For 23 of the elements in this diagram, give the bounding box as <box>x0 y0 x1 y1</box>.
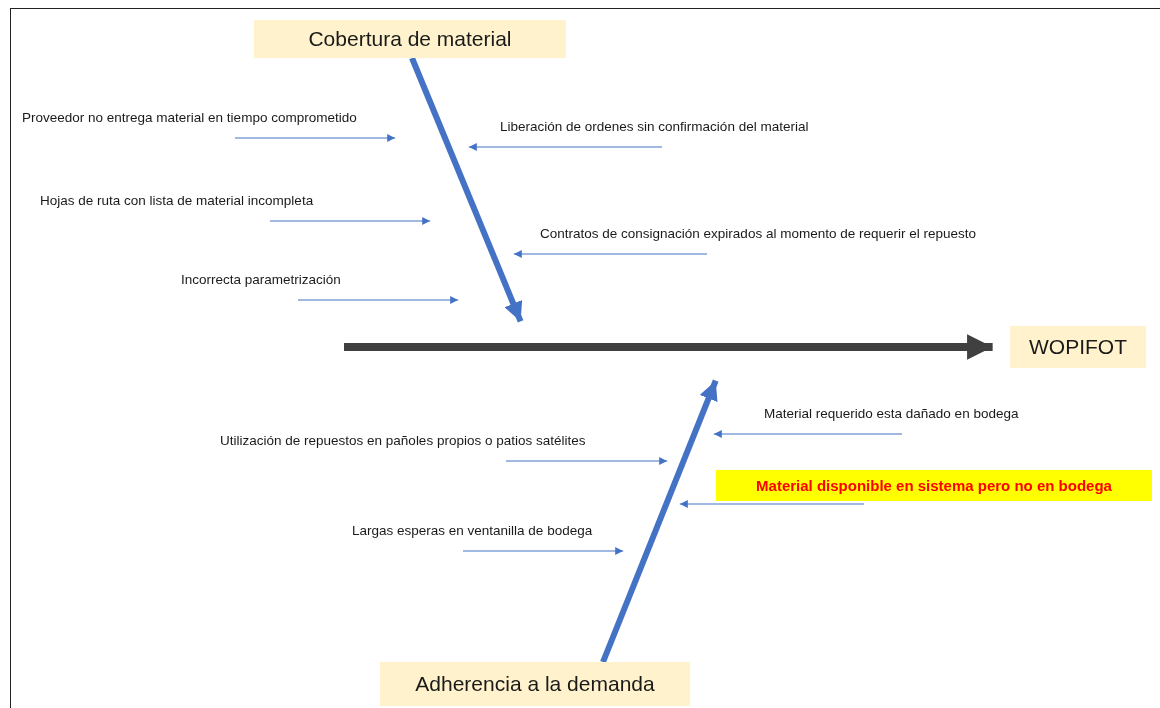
cause-arrow <box>297 296 459 304</box>
cause-text: Hojas de ruta con lista de material incompleta <box>40 192 314 218</box>
cause-arrow <box>462 547 624 555</box>
cause-text: Liberación de ordenes sin confirmación del material <box>500 118 809 144</box>
cause-text: Proveedor no entrega material en tiempo comprometido <box>22 109 357 135</box>
cause-arrow <box>468 143 663 151</box>
cause-text: Contratos de consignación expirados al momento de requerir el repuesto <box>540 225 976 251</box>
cause-arrow <box>679 500 865 508</box>
highlighted-cause-box: Material disponible en sistema pero no en bodega <box>716 470 1152 501</box>
cause-arrow <box>505 457 668 465</box>
cause-text: Incorrecta parametrización <box>181 271 341 297</box>
bone-arrow <box>409 56 524 323</box>
cause-arrow <box>713 430 903 438</box>
category-box: WOPIFOT <box>1010 326 1146 368</box>
category-box: Adherencia a la demanda <box>380 662 690 706</box>
cause-arrow <box>234 134 396 142</box>
bone-arrow <box>600 379 719 664</box>
cause-text: Largas esperas en ventanilla de bodega <box>352 522 593 548</box>
cause-text: Material requerido esta dañado en bodega <box>764 405 1019 431</box>
cause-text: Utilización de repuestos en pañoles propios o patios satélites <box>220 432 586 458</box>
cause-arrow <box>269 217 431 225</box>
category-box: Cobertura de material <box>254 20 566 58</box>
cause-arrow <box>513 250 708 258</box>
